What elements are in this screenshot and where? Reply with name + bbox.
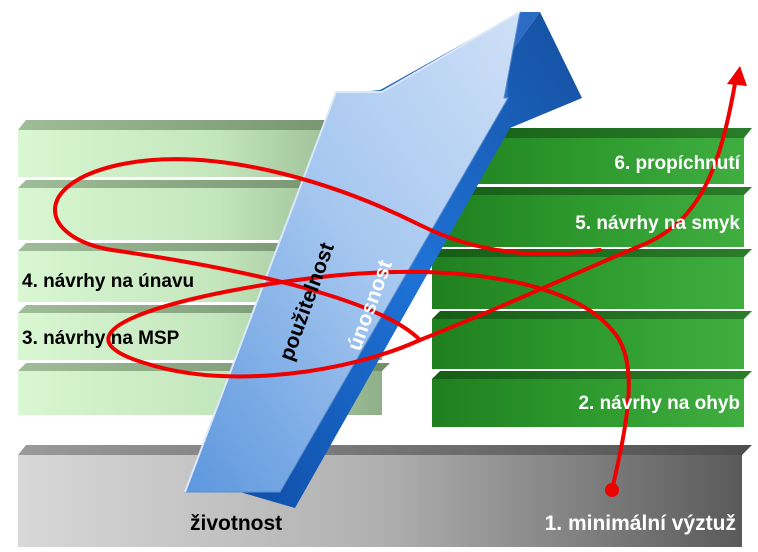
red-curve-arrowhead-icon xyxy=(727,66,747,86)
right-steps xyxy=(432,128,752,427)
left-step-label-3: 4. návrhy na únavu xyxy=(22,271,194,292)
red-curve xyxy=(53,66,747,497)
base-slab xyxy=(18,455,742,547)
up-arrow-edge-highlight xyxy=(184,11,521,493)
right-step-label-1: 6. propíchnutí xyxy=(614,153,740,174)
right-step-5 xyxy=(432,379,744,427)
right-step-label-5: 2. návrhy na ohyb xyxy=(578,393,740,414)
right-step-label-2: 5. návrhy na smyk xyxy=(575,213,740,234)
red-curve-start-dot xyxy=(605,483,619,497)
base-top-face xyxy=(18,445,752,455)
base-label-left: životnost xyxy=(190,512,282,535)
red-curve-path xyxy=(106,76,738,492)
right-step-2 xyxy=(432,195,744,247)
left-step-top-2 xyxy=(18,180,390,188)
right-step-4 xyxy=(432,319,744,369)
left-step-label-4: 3. návrhy na MSP xyxy=(22,328,180,349)
left-step-top-1 xyxy=(18,120,390,130)
right-step-top-5 xyxy=(432,371,752,379)
right-step-top-4 xyxy=(432,311,752,319)
right-step-top-2 xyxy=(432,187,752,195)
up-arrow xyxy=(184,11,582,508)
right-step-3 xyxy=(432,257,744,309)
red-curve-upper-loop xyxy=(53,157,602,342)
right-step-top-1 xyxy=(432,128,752,138)
base-label-right: 1. minimální výztuž xyxy=(545,512,736,535)
